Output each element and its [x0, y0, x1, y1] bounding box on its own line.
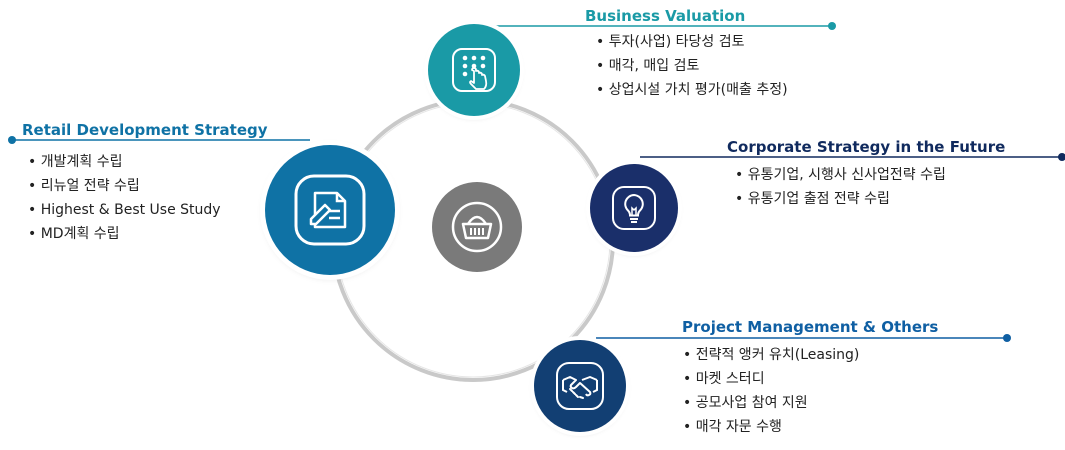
list-item: 상업시설 가치 평가(매출 추정)	[596, 78, 788, 102]
handshake-icon	[556, 362, 604, 410]
retail-development-list: 개발계획 수립 리뉴얼 전략 수립 Highest & Best Use Stu…	[28, 150, 221, 246]
list-item: 공모사업 참여 지원	[683, 391, 859, 415]
business-valuation-dot	[828, 22, 836, 30]
business-valuation-title: Business Valuation	[585, 7, 746, 25]
document-edit-icon	[294, 174, 366, 246]
project-management-list: 전략적 앵커 유치(Leasing) 마켓 스터디 공모사업 참여 지원 매각 …	[683, 343, 860, 439]
project-management-circle	[534, 340, 626, 432]
corporate-dot	[1058, 153, 1065, 161]
list-item: Highest & Best Use Study	[28, 198, 221, 222]
list-item: 개발계획 수립	[28, 150, 221, 174]
corporate-strategy-circle	[590, 164, 678, 252]
business-valuation-circle	[428, 24, 520, 116]
shopping-basket-icon	[451, 201, 503, 253]
retail-development-title: Retail Development Strategy	[22, 121, 268, 139]
lightbulb-icon	[612, 186, 656, 230]
project-management-title: Project Management & Others	[682, 318, 939, 336]
retail-development-circle	[265, 145, 395, 275]
project-dot	[1003, 334, 1011, 342]
list-item: 리뉴얼 전략 수립	[28, 174, 221, 198]
list-item: 유통기업, 시행사 신사업전략 수립	[735, 163, 946, 187]
business-valuation-list: 투자(사업) 타당성 검토 매각, 매입 검토 상업시설 가치 평가(매출 추정…	[596, 30, 788, 102]
center-circle	[432, 182, 522, 272]
corporate-strategy-list: 유통기업, 시행사 신사업전략 수립 유통기업 출점 전략 수립	[735, 163, 946, 211]
list-item: 유통기업 출점 전략 수립	[735, 187, 946, 211]
corporate-strategy-title: Corporate Strategy in the Future	[727, 138, 1006, 156]
list-item: 투자(사업) 타당성 검토	[596, 30, 788, 54]
list-item: 매각 자문 수행	[683, 415, 859, 439]
list-item: MD계획 수립	[28, 222, 221, 246]
list-item: 마켓 스터디	[683, 367, 859, 391]
keypad-touch-icon	[452, 48, 496, 92]
list-item: 매각, 매입 검토	[596, 54, 788, 78]
list-item: 전략적 앵커 유치(Leasing)	[683, 343, 860, 367]
